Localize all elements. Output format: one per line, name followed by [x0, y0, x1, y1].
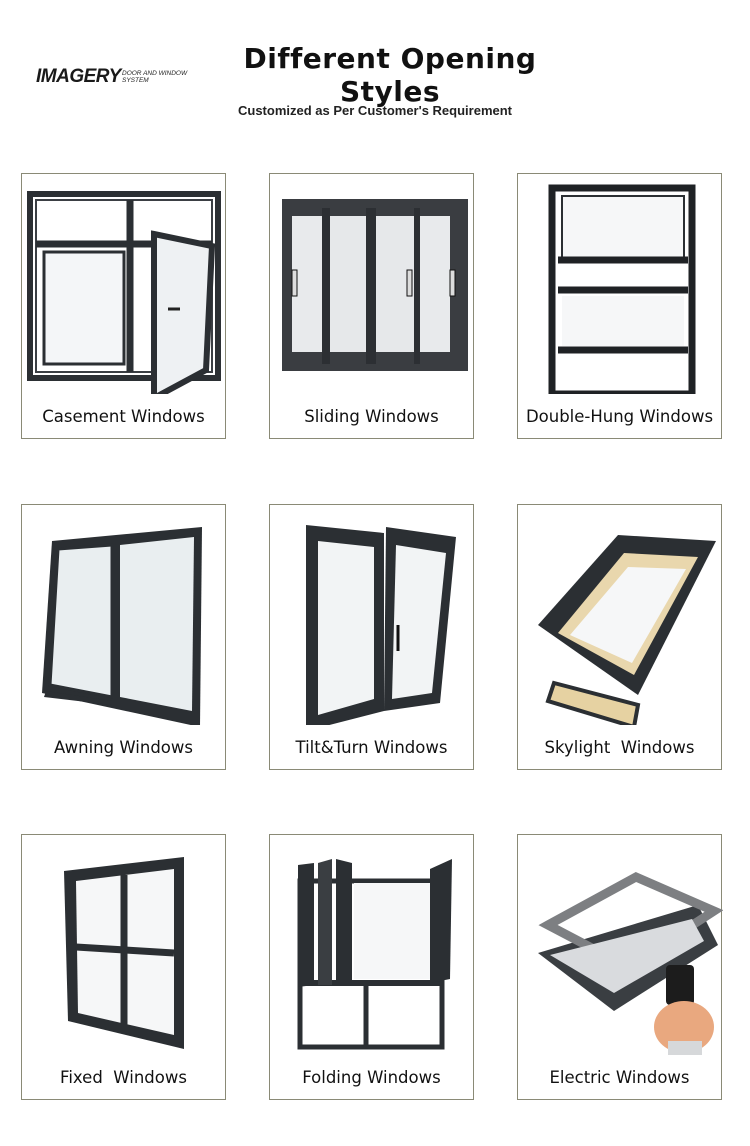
product-card-fixed[interactable]: Fixed Windows [21, 834, 226, 1100]
product-label: Awning Windows [54, 738, 193, 757]
casement-window-image [27, 191, 221, 394]
page-title: Different Opening Styles [243, 42, 537, 108]
awning-window-image [42, 527, 202, 725]
product-label: Sliding Windows [304, 407, 439, 426]
double-hung-window-image [548, 184, 696, 394]
product-label: Skylight Windows [544, 738, 695, 757]
product-label: Double-Hung Windows [525, 407, 714, 426]
skylight-window-image [538, 535, 716, 725]
electric-window-image [538, 871, 723, 1055]
product-card-folding[interactable]: Folding Windows [269, 834, 474, 1100]
product-card-electric[interactable]: Electric Windows [517, 834, 723, 1100]
product-label: Tilt&Turn Windows [295, 738, 448, 757]
page-subtitle: Customized as Per Customer's Requirement [238, 103, 512, 118]
folding-window-image [297, 859, 452, 1050]
product-card-tilt-turn[interactable]: Tilt&Turn Windows [269, 504, 474, 770]
product-card-awning[interactable]: Awning Windows [21, 504, 226, 770]
product-card-skylight[interactable]: Skylight Windows [517, 504, 722, 770]
product-label: Folding Windows [302, 1068, 441, 1087]
product-card-casement[interactable]: Casement Windows [21, 173, 226, 439]
product-card-double-hung[interactable]: Double-Hung Windows [517, 173, 722, 439]
fixed-window-image [64, 857, 184, 1049]
product-label: Fixed Windows [60, 1068, 187, 1087]
product-label: Electric Windows [549, 1068, 690, 1087]
brand-logo: IMAGERY DOOR AND WINDOW SYSTEM [36, 62, 187, 94]
product-label: Casement Windows [42, 407, 205, 426]
sliding-window-image [282, 199, 468, 371]
logo-wordmark: IMAGERY [36, 66, 121, 87]
tilt-turn-window-image [306, 525, 456, 725]
product-card-sliding[interactable]: Sliding Windows [269, 173, 474, 439]
logo-tagline: DOOR AND WINDOW SYSTEM [122, 70, 188, 84]
